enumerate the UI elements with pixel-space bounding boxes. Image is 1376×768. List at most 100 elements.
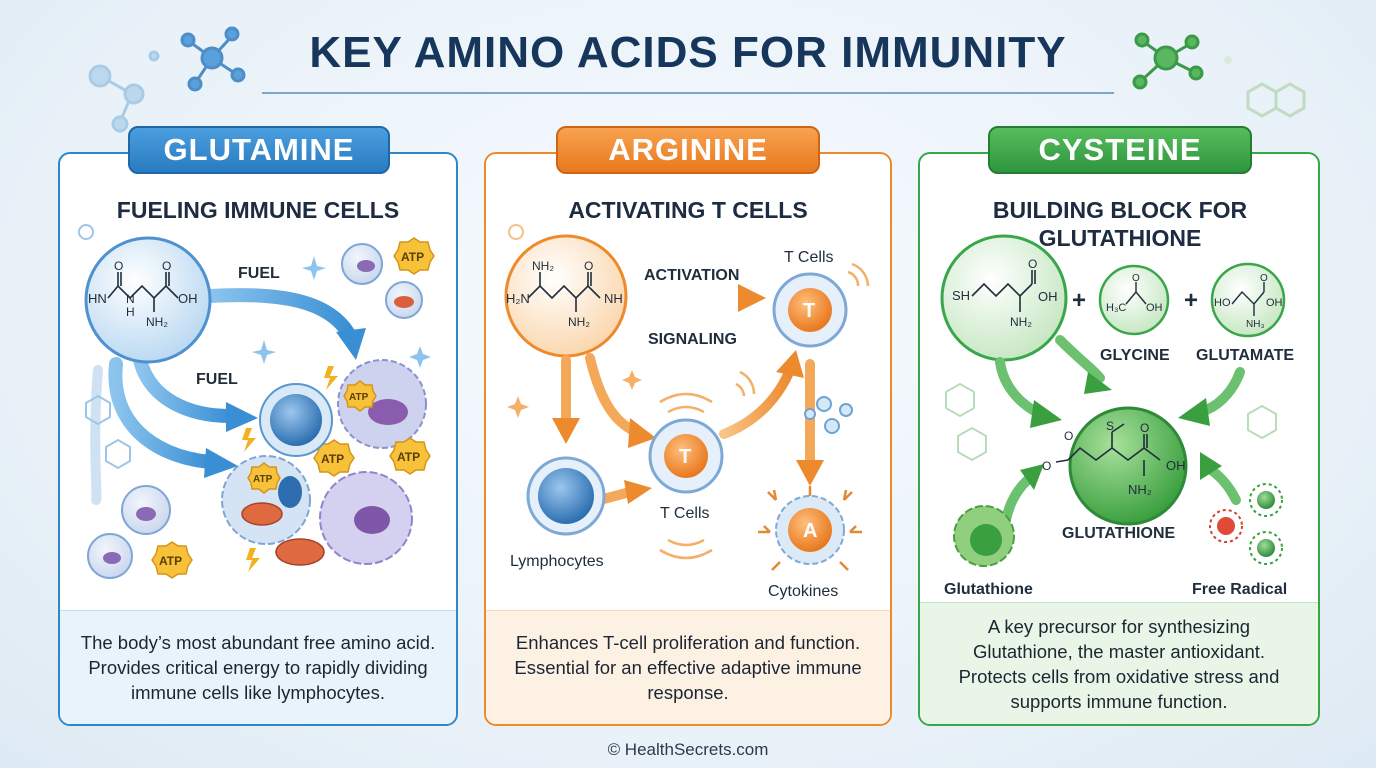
bubble-icon bbox=[78, 224, 94, 240]
t-cell-letter: T bbox=[679, 446, 691, 468]
mol-oh-gsh: OH bbox=[1166, 458, 1186, 473]
glutamine-molecule bbox=[84, 236, 212, 364]
cysteine-bonds bbox=[971, 270, 1036, 312]
mol-o-glu: O bbox=[1260, 273, 1268, 284]
lymphocytes-label: Lymphocytes bbox=[510, 553, 604, 570]
t-cells-label-top: T Cells bbox=[784, 249, 834, 266]
atp-label: ATP bbox=[159, 554, 182, 568]
sparkle-icon bbox=[507, 370, 642, 418]
arginine-bonds bbox=[527, 272, 601, 312]
fuel-label-top: FUEL bbox=[238, 265, 280, 282]
atp-label: ATP bbox=[253, 474, 273, 485]
free-radical-label: Free Radical bbox=[1192, 581, 1287, 598]
mol-h3c: H₃C bbox=[1106, 302, 1126, 314]
fuel-label-mid: FUEL bbox=[196, 371, 238, 388]
atp-badge: ATP bbox=[151, 541, 193, 579]
mol-o-gsh2: O bbox=[1042, 459, 1051, 473]
mol-h2n: H₂N bbox=[506, 291, 530, 306]
fuel-arrow-left bbox=[90, 365, 103, 505]
glutamine-subtitle: FUELING IMMUNE CELLS bbox=[116, 197, 400, 223]
mol-nh2-top: NH₂ bbox=[532, 259, 554, 273]
fuel-arrow-mid-head bbox=[226, 402, 258, 432]
mol-o: O bbox=[584, 259, 593, 273]
fuel-arrow-low-head bbox=[204, 448, 238, 478]
free-radical-icon bbox=[1209, 483, 1283, 565]
plus-sign: + bbox=[1072, 287, 1086, 314]
atp-label: ATP bbox=[349, 392, 369, 403]
page-title: KEY AMINO ACIDS FOR IMMUNITY bbox=[309, 28, 1067, 77]
glutamate-molecule bbox=[1210, 262, 1286, 338]
cysteine-description: A key precursor for synthesizing Glutath… bbox=[920, 602, 1318, 724]
mol-n: N bbox=[126, 292, 135, 306]
mol-o: O bbox=[1028, 257, 1037, 271]
atp-label: ATP bbox=[321, 452, 344, 466]
mol-sh: SH bbox=[952, 288, 970, 303]
cysteine-subtitle: BUILDING BLOCK FOR GLUTATHIONE bbox=[992, 197, 1248, 251]
mol-o-left: O bbox=[114, 259, 123, 273]
glutathione-cell-label: Glutathione bbox=[944, 581, 1033, 598]
title-rule bbox=[262, 92, 1114, 94]
atp-label: ATP bbox=[401, 250, 424, 264]
mol-o-right: O bbox=[162, 259, 171, 273]
glutamine-description: The body’s most abundant free amino acid… bbox=[60, 610, 456, 724]
glutamine-title-badge: GLUTAMINE bbox=[128, 126, 390, 174]
mol-hn: HN bbox=[88, 291, 107, 306]
mol-oh-glu: OH bbox=[1266, 297, 1283, 309]
mitochondria-icon bbox=[275, 538, 325, 566]
glutamine-bonds bbox=[107, 272, 179, 312]
glutathione-molecule bbox=[1068, 406, 1188, 526]
mitochondria-icon bbox=[241, 502, 283, 526]
mol-oh: OH bbox=[1038, 289, 1058, 304]
glycine-molecule bbox=[1098, 264, 1170, 336]
mol-nh2-bottom: NH₂ bbox=[568, 315, 590, 329]
signal-waves-icon bbox=[847, 262, 870, 287]
signaling-label: SIGNALING bbox=[648, 331, 737, 348]
atp-badge: ATP bbox=[393, 237, 435, 275]
fuel-arrow-mid bbox=[133, 353, 237, 423]
mol-nh2: NH₂ bbox=[146, 315, 168, 329]
t-cells-label-mid: T Cells bbox=[660, 505, 710, 522]
mol-s: S bbox=[1106, 419, 1114, 433]
atp-badge: ATP bbox=[247, 462, 281, 494]
energy-spark-icon bbox=[242, 366, 338, 572]
mol-o-gsh: O bbox=[1064, 429, 1073, 443]
signal-waves-icon bbox=[659, 370, 756, 560]
cysteine-title-badge: CYSTEINE bbox=[988, 126, 1252, 174]
atp-badge: ATP bbox=[313, 439, 355, 477]
cytokines-label: Cytokines bbox=[768, 583, 838, 600]
fuel-arrow-top bbox=[203, 288, 357, 343]
mitochondria-icon bbox=[394, 296, 414, 308]
synthesis-arrow-heads bbox=[1020, 372, 1222, 490]
sparkle-icon bbox=[252, 256, 431, 368]
mol-ho: HO bbox=[1214, 297, 1231, 309]
atp-badge: ATP bbox=[389, 437, 431, 475]
glycine-label: GLYCINE bbox=[1100, 347, 1170, 364]
plus-sign: + bbox=[1184, 287, 1198, 314]
fuel-arrow-low bbox=[108, 357, 217, 469]
glutathione-bonds bbox=[1055, 423, 1161, 476]
arginine-subtitle: ACTIVATING T CELLS bbox=[568, 197, 808, 223]
fuel-arrow-top-head bbox=[336, 328, 366, 360]
mol-oh-gly: OH bbox=[1146, 302, 1163, 314]
mol-o-gly: O bbox=[1132, 273, 1140, 284]
mol-nh2: NH₂ bbox=[1010, 315, 1032, 329]
mol-nh2-gsh: NH₂ bbox=[1128, 482, 1152, 497]
atp-badge: ATP bbox=[343, 380, 377, 412]
glutathione-label: GLUTATHIONE bbox=[1062, 525, 1176, 542]
t-cell-letter: T bbox=[803, 300, 815, 322]
mol-nh: NH bbox=[604, 291, 623, 306]
mol-nh3: NH₃ bbox=[1246, 319, 1265, 330]
activation-label: ACTIVATION bbox=[644, 267, 739, 284]
activation-arrow-head bbox=[738, 284, 766, 312]
arginine-description: Enhances T-cell proliferation and functi… bbox=[486, 610, 890, 724]
mol-o-gsh3: O bbox=[1140, 421, 1149, 435]
arrow-tcell-up bbox=[719, 365, 795, 439]
hexagon-icon bbox=[85, 394, 131, 470]
cytokine-bubbles bbox=[804, 396, 853, 434]
glutamate-label: GLUTAMATE bbox=[1196, 347, 1294, 364]
atp-label: ATP bbox=[397, 450, 420, 464]
hexagon-icon bbox=[945, 382, 1277, 462]
